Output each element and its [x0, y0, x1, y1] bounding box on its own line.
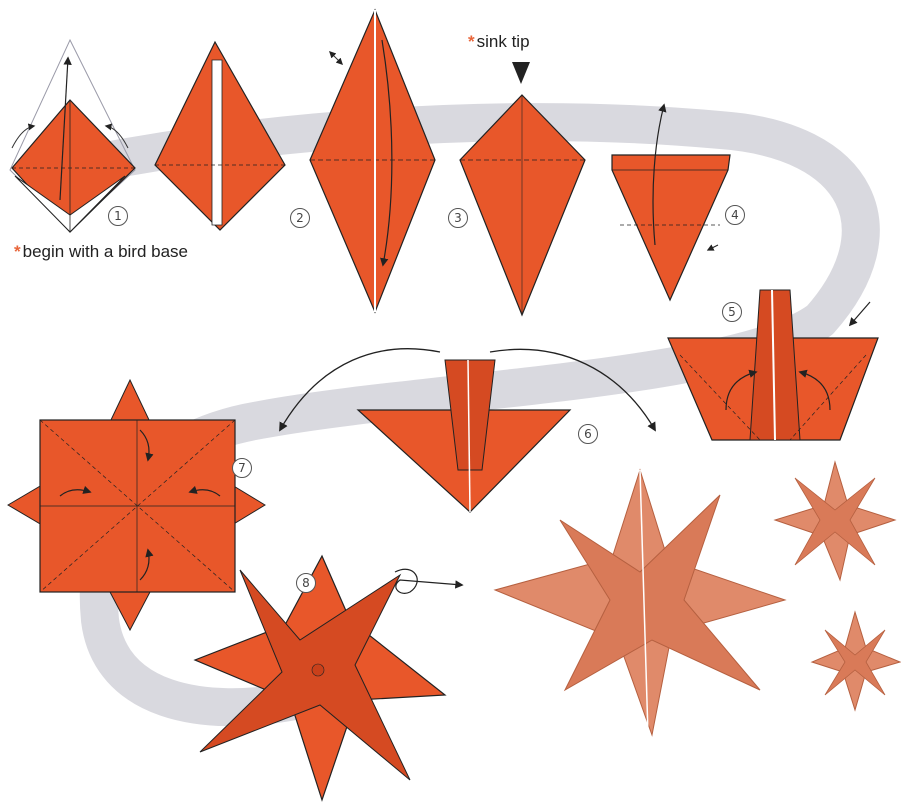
turn-over-icon [395, 569, 462, 593]
sink-note: *sink tip [468, 32, 530, 52]
step-1-result [155, 42, 285, 230]
finished-star-large [495, 470, 785, 735]
step-number-8: 8 [296, 573, 316, 593]
step-1-bird-base [10, 40, 135, 232]
step-number-2: 2 [290, 208, 310, 228]
finished-star-small [812, 612, 900, 710]
sink-arrow-icon [512, 62, 530, 84]
asterisk-icon: * [468, 32, 475, 51]
step-number-5: 5 [722, 302, 742, 322]
step-2-kite [310, 10, 435, 312]
step-number-6: 6 [578, 424, 598, 444]
step-number-3: 3 [448, 208, 468, 228]
step-number-7: 7 [232, 458, 252, 478]
finished-star-medium [775, 462, 895, 580]
step-number-4: 4 [725, 205, 745, 225]
step-3-sink [460, 62, 585, 315]
asterisk-icon: * [14, 242, 21, 261]
repeat-icon [708, 245, 718, 250]
step-number-1: 1 [108, 206, 128, 226]
begin-note: *begin with a bird base [14, 242, 188, 262]
